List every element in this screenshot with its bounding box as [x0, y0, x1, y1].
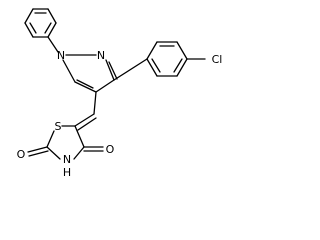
atom-o-left: O — [17, 148, 26, 161]
atom-n2: N — [97, 49, 105, 62]
c2-carbonyl — [27, 146, 49, 157]
c3-aryl-bond — [113, 58, 148, 81]
atom-cl: Cl — [212, 53, 223, 66]
thiazolidinedione-ring — [46, 125, 85, 160]
phenyl-ring — [24, 8, 57, 38]
c4-methine-bond — [93, 91, 97, 115]
structure-diagram: N N Cl S N H O O — [17, 8, 223, 179]
n1-phenyl-bond — [47, 36, 59, 53]
molecule-drawing: N N Cl S N H O O — [17, 8, 223, 179]
atom-n1: N — [57, 49, 65, 62]
pyrazole-ring — [62, 54, 118, 93]
chlorophenyl-ring — [146, 41, 188, 77]
c4-carbonyl — [83, 146, 104, 152]
atom-nh-h: H — [63, 166, 71, 179]
atom-nh-n: N — [63, 153, 71, 166]
atom-s: S — [55, 120, 62, 133]
exocyclic-double-bond — [74, 113, 97, 131]
atom-o-right: O — [106, 143, 115, 156]
